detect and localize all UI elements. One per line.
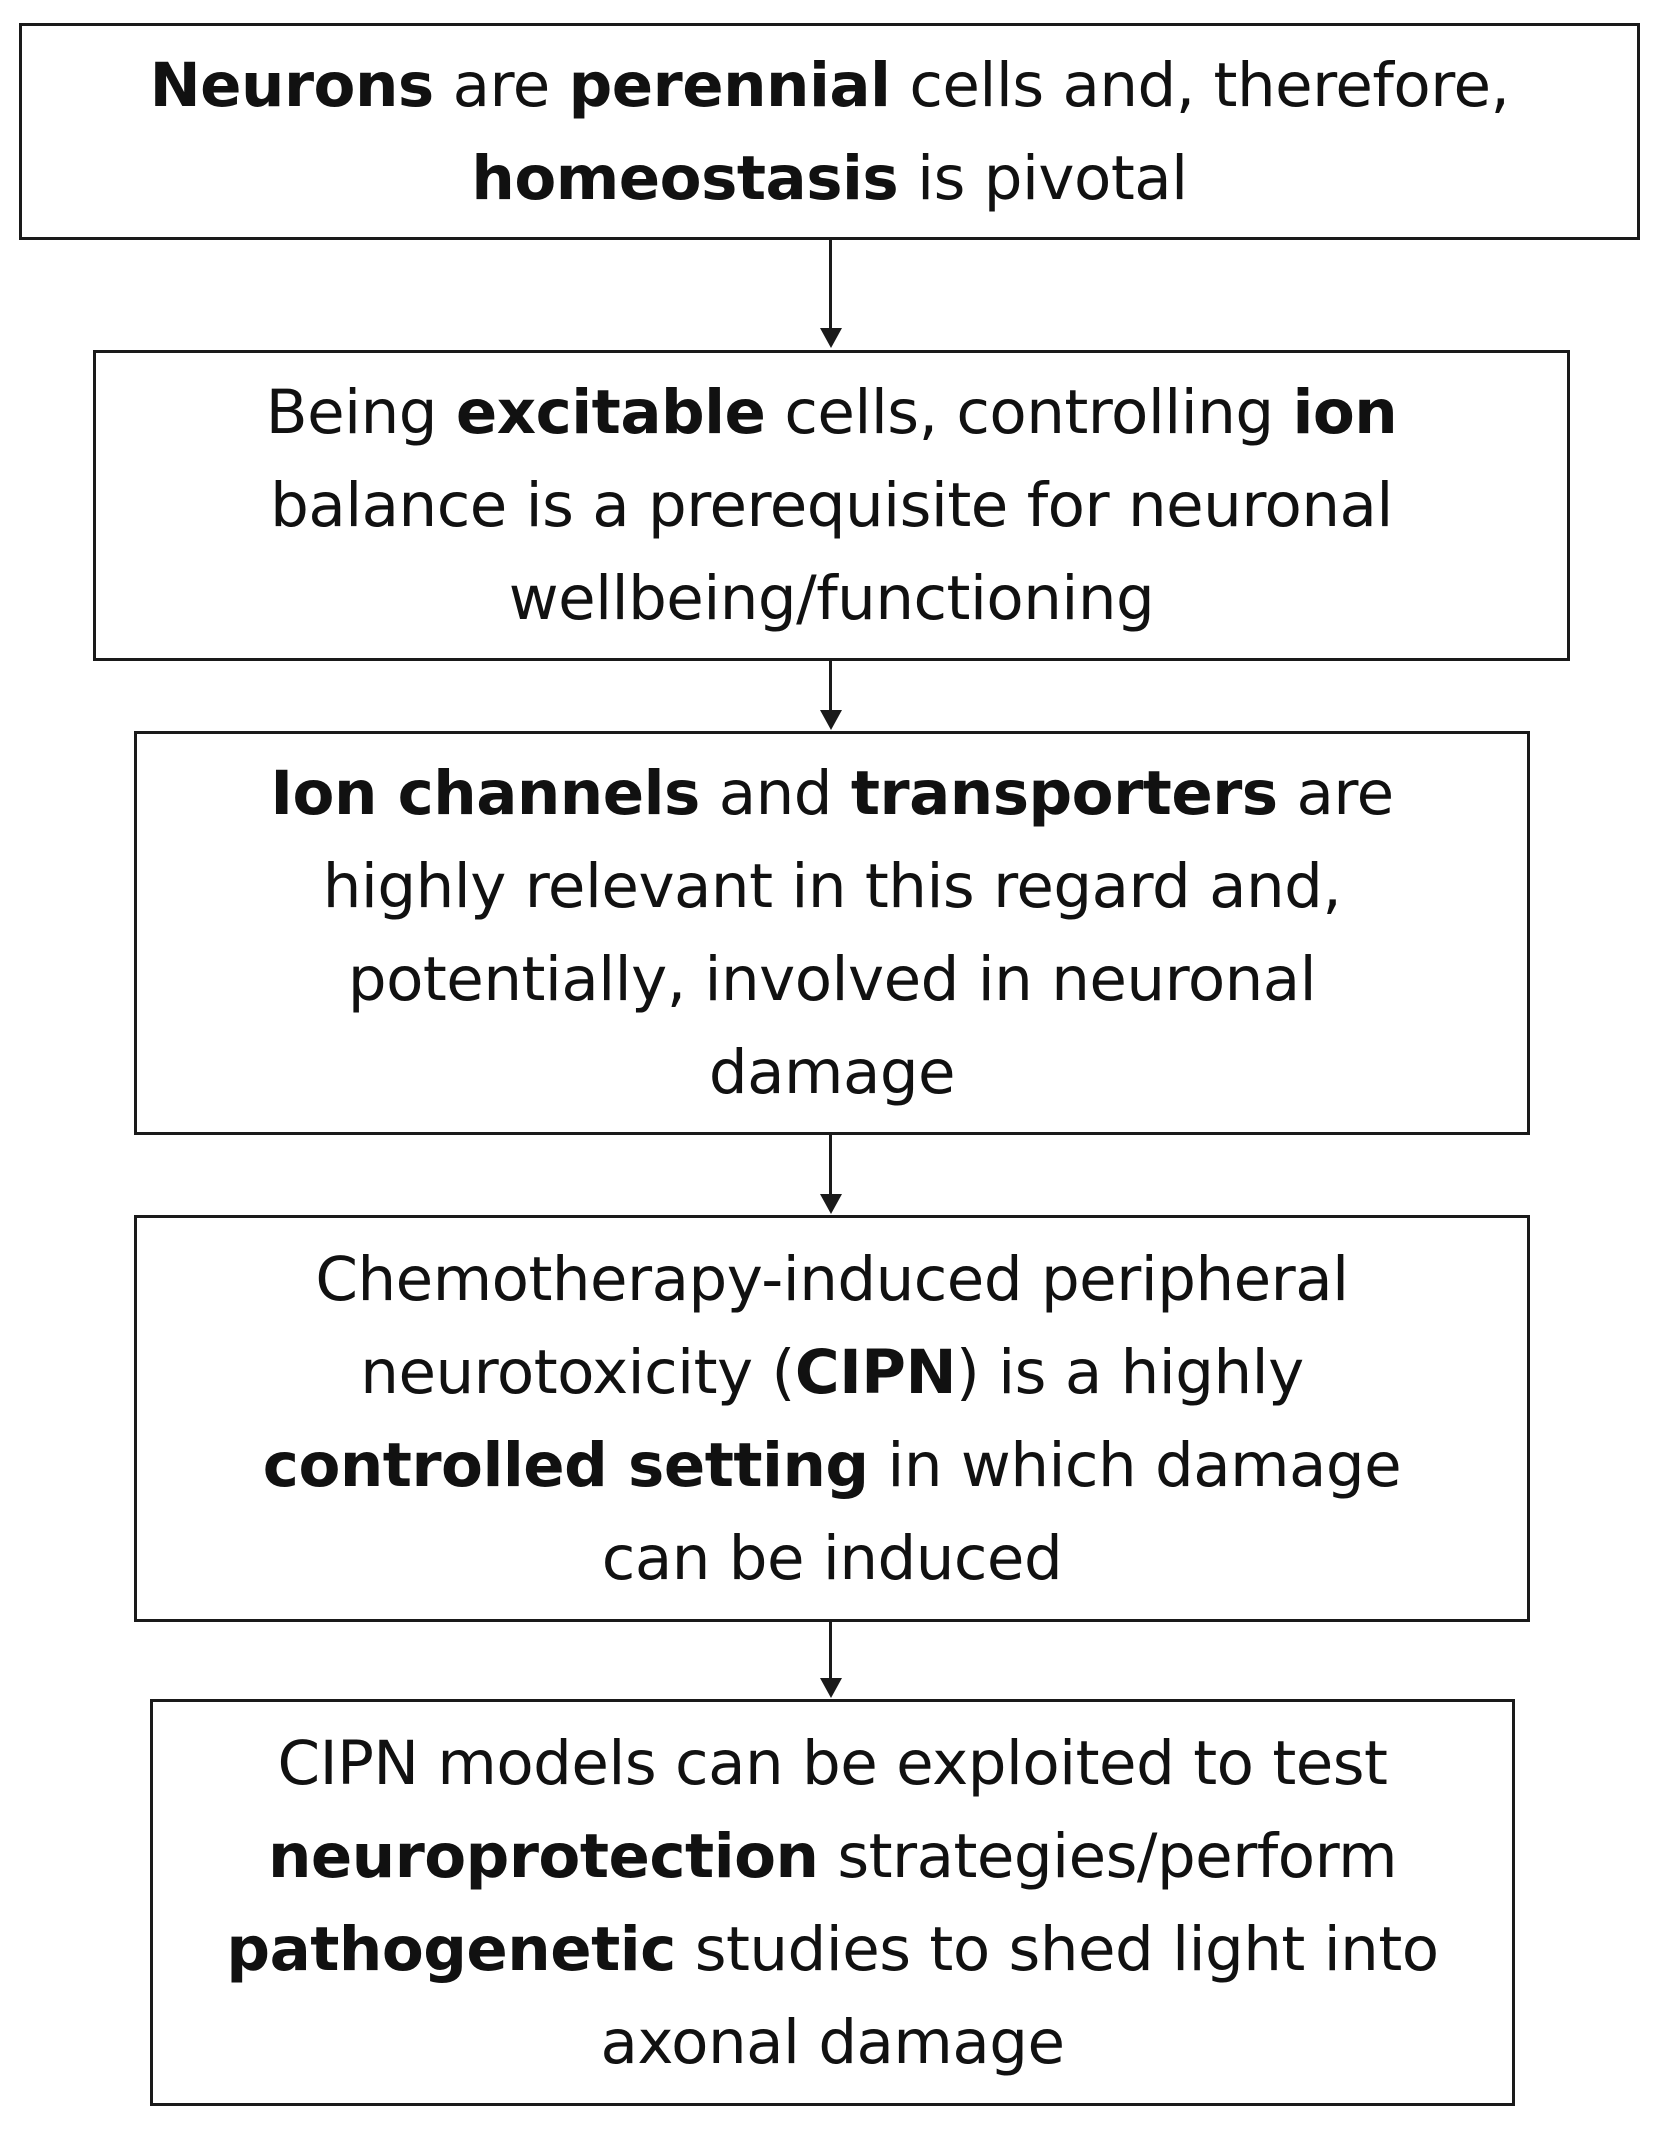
text-run: Chemotherapy-induced peripheral (315, 1243, 1349, 1315)
flow-arrow-2-shaft (829, 661, 832, 711)
flow-arrow-3-shaft (829, 1135, 832, 1195)
text-run: in which damage (868, 1429, 1402, 1501)
text-run: ) is a highly (956, 1336, 1304, 1408)
bold-term: pathogenetic (226, 1913, 676, 1985)
text-run: cells and, therefore, (890, 49, 1510, 121)
text-run: damage (708, 1037, 956, 1108)
flow-arrow-1-shaft (829, 240, 832, 329)
text-run: studies to shed light into (675, 1913, 1439, 1985)
bold-term: neuroprotection (267, 1820, 819, 1892)
flow-box-ion-channels: Ion channels and transporters are highly … (134, 731, 1530, 1135)
flow-box-text: Being excitable cells, controlling ion ba… (265, 366, 1398, 645)
bold-term: homeostasis (471, 142, 899, 214)
flow-box-neurons-homeostasis: Neurons are perennial cells and, therefo… (19, 23, 1640, 240)
bold-term: excitable (455, 377, 766, 448)
text-run: strategies/perform (818, 1820, 1398, 1892)
text-run: can be induced (601, 1522, 1063, 1594)
flow-box-text: Ion channels and transporters are highly … (270, 747, 1394, 1119)
bold-term: Neurons (149, 49, 435, 121)
bold-term: transporters (850, 758, 1278, 829)
flow-box-ion-balance: Being excitable cells, controlling ion ba… (93, 350, 1570, 661)
text-run: axonal damage (600, 2006, 1065, 2078)
text-run: Being (265, 377, 456, 448)
flow-box-text: Neurons are perennial cells and, therefo… (150, 39, 1510, 225)
text-run: highly relevant in this regard and, (322, 851, 1342, 922)
flow-arrow-2-head (820, 710, 842, 730)
bold-term: ion (1292, 377, 1398, 448)
text-run: wellbeing/functioning (508, 563, 1155, 634)
text-run: potentially, involved in neuronal (347, 944, 1317, 1015)
text-run: and (699, 758, 851, 829)
text-run: neurotoxicity ( (360, 1336, 795, 1408)
flow-arrow-1-head (820, 328, 842, 348)
flow-box-text: Chemotherapy-induced peripheral neurotoxi… (262, 1233, 1402, 1605)
flow-box-cipn-setting: Chemotherapy-induced peripheral neurotoxi… (134, 1215, 1530, 1622)
text-run: are (433, 49, 569, 121)
bold-term: controlled setting (262, 1429, 869, 1501)
text-run: is pivotal (898, 142, 1188, 214)
flow-box-text: CIPN models can be exploited to test neur… (226, 1717, 1439, 2089)
text-run: CIPN models can be exploited to test (277, 1727, 1388, 1799)
bold-term: perennial (568, 49, 891, 121)
text-run: balance is a prerequisite for neuronal (270, 470, 1393, 541)
bold-term: Ion channels (270, 758, 700, 829)
bold-term: CIPN (794, 1336, 957, 1408)
flow-box-cipn-models: CIPN models can be exploited to test neur… (150, 1699, 1515, 2106)
flow-arrow-4-shaft (829, 1622, 832, 1679)
flow-arrow-4-head (820, 1678, 842, 1698)
flow-arrow-3-head (820, 1194, 842, 1214)
text-run: cells, controlling (765, 377, 1293, 448)
text-run: are (1277, 758, 1394, 829)
